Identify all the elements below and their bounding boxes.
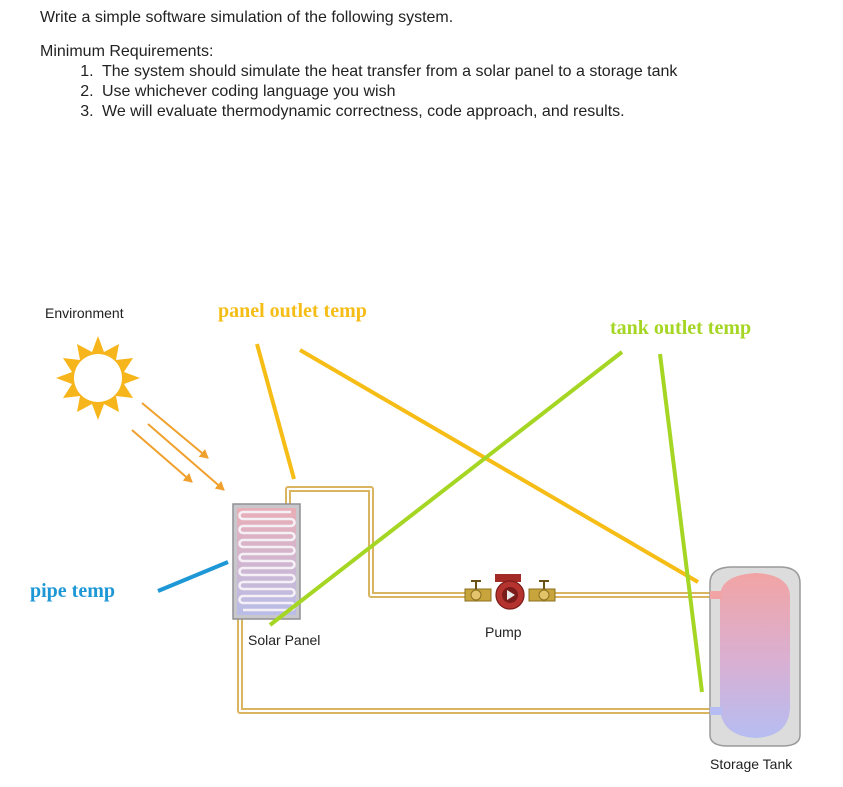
requirement-item: Use whichever coding language you wish <box>98 82 677 102</box>
requirement-item: We will evaluate thermodynamic correctne… <box>98 102 677 122</box>
document-text: Write a simple software simulation of th… <box>40 8 677 122</box>
sunlight-arrows <box>131 402 225 491</box>
environment-label: Environment <box>45 305 124 321</box>
pump-icon <box>464 574 556 610</box>
requirements-heading: Minimum Requirements: <box>40 43 214 60</box>
tank-outlet-lines <box>268 350 704 693</box>
requirement-item: The system should simulate the heat tran… <box>98 62 677 82</box>
pump-label: Pump <box>485 624 522 640</box>
requirements-list: The system should simulate the heat tran… <box>40 62 677 122</box>
sun-icon <box>56 336 140 420</box>
solar-panel <box>232 503 301 620</box>
solar-panel-label: Solar Panel <box>248 632 321 648</box>
storage-tank <box>709 566 801 747</box>
storage-tank-label: Storage Tank <box>710 756 793 772</box>
panel-outlet-temp-annotation: panel outlet temp <box>218 300 367 322</box>
pipe-temp-line <box>157 560 229 593</box>
tank-outlet-temp-annotation: tank outlet temp <box>610 317 752 339</box>
piping <box>237 486 712 714</box>
pipe-temp-annotation: pipe temp <box>30 580 115 602</box>
panel-outlet-lines <box>255 343 700 584</box>
intro-text: Write a simple software simulation of th… <box>40 9 454 26</box>
